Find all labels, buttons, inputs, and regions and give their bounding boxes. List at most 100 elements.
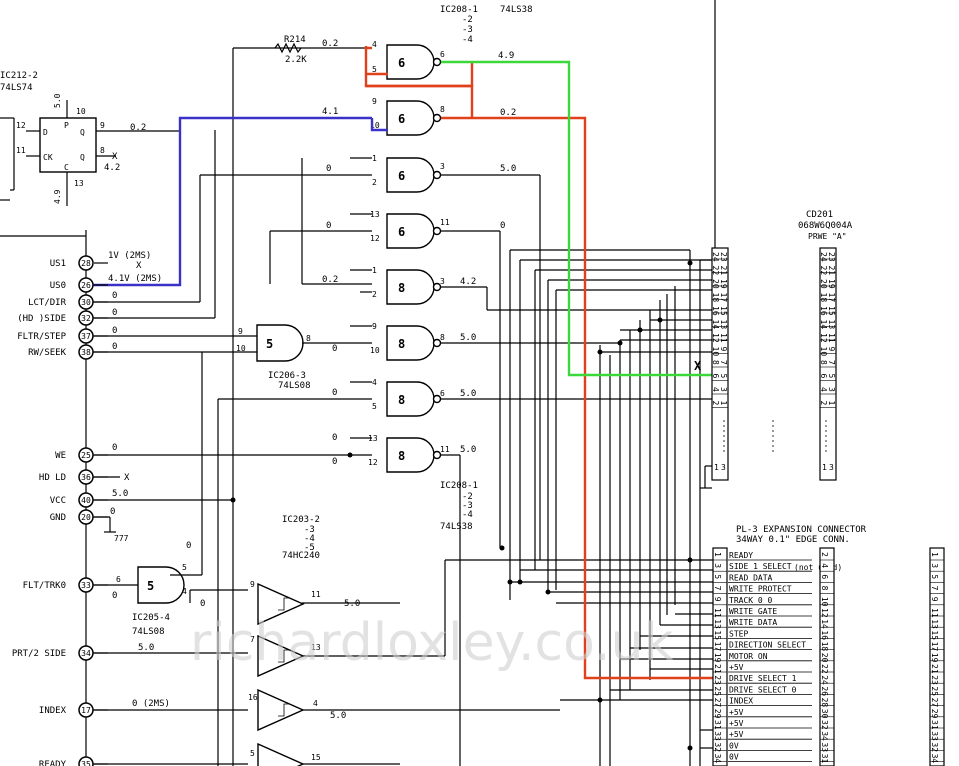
- nand-gate-5: 8: [386, 269, 442, 305]
- pl3-pin: 13: [713, 619, 722, 629]
- pl3-pin: 31: [713, 720, 722, 730]
- cd201-label: CD201: [806, 210, 833, 220]
- pl3-pin: 7: [930, 586, 939, 591]
- ff-nc-mark: X: [112, 152, 118, 162]
- cd201-pin: 3: [719, 387, 728, 392]
- cd201-pin: 14: [711, 320, 720, 330]
- pl3-pin: 15: [930, 630, 939, 640]
- pl3-subtitle: 34WAY 0.1" EDGE CONN.: [736, 535, 850, 545]
- cd201-part: 068W6Q004A: [798, 221, 853, 231]
- cd201-pin: 21: [827, 266, 836, 276]
- ff-pin-ck: 11: [16, 146, 26, 155]
- g2-in-voltage: 4.1: [322, 107, 338, 117]
- pl3-pin: 21: [713, 664, 722, 674]
- pl3-pin: 23: [713, 675, 722, 685]
- gate-pin: 15: [311, 753, 321, 762]
- pl3-pin: 34: [713, 754, 722, 764]
- g7-out-voltage: 5.0: [460, 389, 476, 399]
- nand-gate-8: 8: [386, 437, 442, 473]
- ic212-label: IC212-2: [0, 71, 38, 81]
- gate-pin: 10: [370, 346, 380, 355]
- ic208-top-type: 74LS38: [500, 5, 533, 15]
- gate-pin: 4: [372, 40, 377, 49]
- green-trace: [441, 60, 715, 377]
- buffer-2: [257, 634, 305, 678]
- and-out-voltage: 0: [332, 344, 337, 354]
- cd201-pin: 8: [819, 360, 828, 365]
- pl3-pin: 27: [713, 698, 722, 708]
- ic208-bot-sub: -4: [462, 510, 473, 520]
- svg-text:6: 6: [398, 56, 405, 70]
- ic203-label: IC203-2: [282, 515, 320, 525]
- cd201-pin: 1: [714, 463, 719, 472]
- cd201-pin: 20: [711, 279, 720, 289]
- connector-pin-number: 28: [81, 259, 91, 268]
- cd201-pin: 1: [827, 401, 836, 406]
- nand-gate-7: 8: [386, 381, 442, 417]
- pl3-pin: 5: [930, 574, 939, 579]
- cd201-pin: 13: [827, 320, 836, 330]
- pl3-pin: 17: [713, 642, 722, 652]
- ic212-type: 74LS74: [0, 83, 33, 93]
- pl3-pin: 18: [820, 642, 829, 652]
- gate-pin: 7: [250, 635, 255, 644]
- ic205-4-label: IC205-4: [132, 613, 170, 623]
- connector-pin-37: [78, 328, 94, 344]
- pl3-pin: 28: [820, 698, 829, 708]
- connector-pin-number: 37: [81, 332, 91, 341]
- pl3-signal-label: MOTOR ON: [729, 652, 768, 661]
- pl3-signal-label: DIRECTION SELECT: [729, 641, 806, 650]
- cd201-pin: 7: [719, 360, 728, 365]
- pin30-voltage: 0: [112, 291, 117, 301]
- pl3-signal-label: +5V: [729, 730, 744, 739]
- cd201-pin: 6: [819, 374, 828, 379]
- connector-pin-label: FLTR/STEP: [17, 332, 66, 342]
- gate-pin: 4: [182, 587, 187, 596]
- pl3-pin: 31: [930, 720, 939, 730]
- pl3-pin: 26: [820, 686, 829, 696]
- svg-text:8: 8: [398, 393, 405, 407]
- gate-pin: 4: [313, 699, 318, 708]
- connector-pin-number: 36: [81, 473, 91, 482]
- ic208-bot-sub: -2: [462, 492, 473, 502]
- ic203-sub: -3: [304, 525, 315, 535]
- nc-mark: X: [124, 473, 130, 483]
- connector-pin-33: [78, 577, 94, 593]
- cut-mark: X: [694, 359, 702, 373]
- gate-pin: 8: [306, 334, 311, 343]
- ic205-4-type: 74LS08: [132, 627, 165, 637]
- pl3-pin: 29: [930, 709, 939, 719]
- red-trace-loop: [364, 46, 474, 118]
- pl3-signal-label: SIDE 1 SELECT: [729, 562, 792, 571]
- g8-out-voltage: 5.0: [460, 445, 476, 455]
- ff-label-c: C: [64, 163, 69, 172]
- g8-in-voltage: 0: [332, 457, 337, 467]
- gate-pin: 1: [372, 266, 377, 275]
- connector-pin-label: FLT/TRK0: [23, 581, 66, 591]
- g3-out-voltage: 5.0: [500, 164, 516, 174]
- pl3-right-block: [929, 547, 945, 766]
- pl3-pin: 32: [713, 742, 722, 752]
- cd201-pin: 17: [827, 293, 836, 303]
- connector-pin-label: US1: [50, 259, 66, 269]
- pl3-pin: 6: [820, 574, 829, 579]
- gate-pin: 6: [116, 575, 121, 584]
- ff-pin-c: 13: [74, 179, 84, 188]
- pl3-pin: 12: [820, 608, 829, 618]
- nand-gate-3: 6: [386, 157, 442, 193]
- cd201-pin: 5: [827, 374, 836, 379]
- pl3-pin: 33: [930, 731, 939, 741]
- gate-pin: 10: [370, 121, 380, 130]
- pl3-pin: 33: [713, 731, 722, 741]
- gate-pin: 3: [440, 277, 445, 286]
- pl3-pin: 20: [820, 653, 829, 663]
- connector-pin-number: 17: [81, 706, 91, 715]
- cd201-pin: 3: [721, 463, 726, 472]
- flip-flop-ic212: [39, 117, 97, 173]
- ic208-bot-type: 74LS38: [440, 522, 473, 532]
- gate-pin: 16: [248, 693, 258, 702]
- pl3-pin: 25: [930, 686, 939, 696]
- connector-pin-label: VCC: [50, 496, 66, 506]
